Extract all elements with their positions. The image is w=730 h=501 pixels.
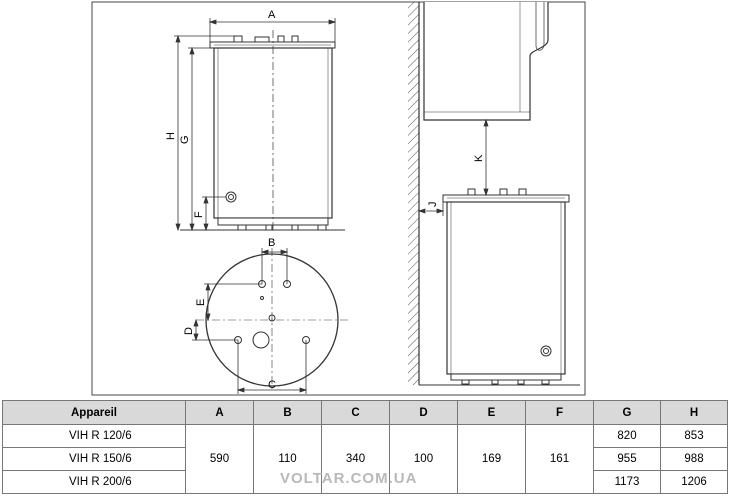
model-cell: VIH R 150/6 xyxy=(2,447,186,471)
table-header-row: Appareil A B C D E F G H xyxy=(2,400,728,425)
dimension-label-j: J xyxy=(427,202,439,208)
header-a: A xyxy=(185,400,254,425)
dimensions-table: Appareil A B C D E F G H VIH R 120/6 590… xyxy=(2,400,728,494)
technical-drawing: A H G F xyxy=(91,1,586,396)
cell-g: 820 xyxy=(593,424,661,448)
dimension-label-d: D xyxy=(183,327,195,335)
dimension-label-f: F xyxy=(193,211,205,218)
cell-a: 590 xyxy=(185,424,254,494)
dimension-label-e: E xyxy=(195,299,207,306)
front-view xyxy=(180,30,345,232)
cell-h: 1206 xyxy=(660,470,728,494)
model-cell: VIH R 200/6 xyxy=(2,470,186,494)
dimension-label-c: C xyxy=(268,379,276,391)
table-row: VIH R 200/6 1173 1206 xyxy=(2,470,728,494)
dimension-label-h: H xyxy=(165,132,177,140)
dimension-label-b: B xyxy=(268,237,275,249)
table-row: VIH R 120/6 590 110 340 100 169 161 820 … xyxy=(2,424,728,494)
watermark: VOLTAR.COM.UA xyxy=(280,470,418,487)
header-appareil: Appareil xyxy=(2,400,186,425)
cell-g: 1173 xyxy=(593,470,661,494)
header-f: F xyxy=(525,400,594,425)
cell-d: 100 xyxy=(389,424,458,494)
model-cell: VIH R 120/6 xyxy=(2,424,186,448)
cell-g: 955 xyxy=(593,447,661,471)
dimension-label-a: A xyxy=(268,9,276,21)
dimension-label-k: K xyxy=(473,154,485,162)
top-view xyxy=(196,248,348,392)
top-dimensions xyxy=(192,248,308,394)
header-h: H xyxy=(660,400,728,425)
header-c: C xyxy=(321,400,390,425)
header-e: E xyxy=(457,400,526,425)
side-dimensions xyxy=(417,118,489,216)
cell-h: 988 xyxy=(660,447,728,471)
dimension-label-g: G xyxy=(179,135,191,144)
cell-h: 853 xyxy=(660,424,728,448)
header-d: D xyxy=(389,400,458,425)
header-g: G xyxy=(593,400,661,425)
cell-f: 161 xyxy=(525,424,594,494)
drawing-frame xyxy=(91,1,586,396)
front-dimensions xyxy=(174,18,337,232)
header-b: B xyxy=(253,400,322,425)
side-view xyxy=(408,2,580,386)
cell-b: 110 xyxy=(253,424,322,494)
cell-e: 169 xyxy=(457,424,526,494)
